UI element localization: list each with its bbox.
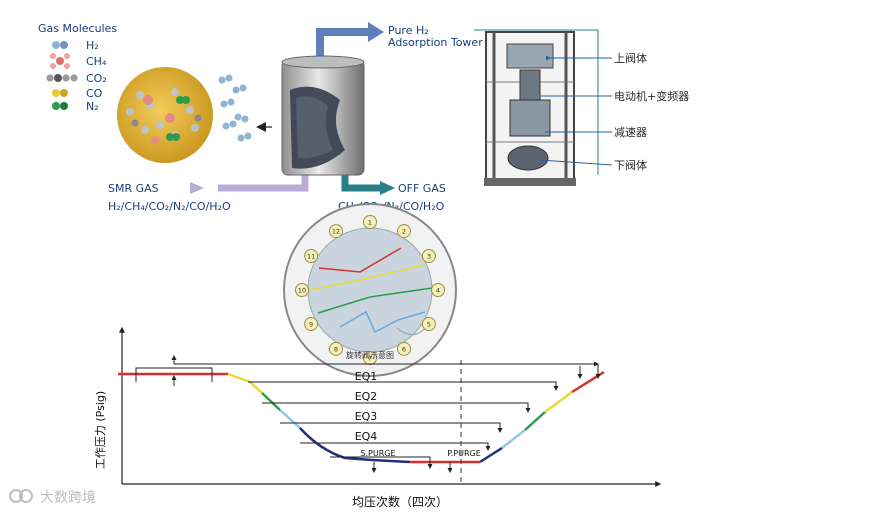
off-gas-arrow-icon	[380, 181, 395, 195]
eq2-label: EQ2	[355, 390, 378, 403]
valve-path-green	[317, 287, 433, 314]
adsorption-tower-label: Adsorption Tower	[388, 36, 483, 49]
valve-port-label: 5	[427, 321, 431, 329]
valve-port-3	[421, 249, 436, 263]
curve-segment	[227, 372, 251, 384]
valve-port-label: 12	[332, 228, 340, 236]
watermark: 大数跨境	[9, 489, 96, 506]
valve-port-label: 6	[402, 345, 406, 353]
valve-port-10	[295, 283, 309, 297]
curve-segment	[279, 409, 301, 429]
curve-segment	[249, 381, 263, 394]
ch4-molecule-icon	[50, 53, 70, 69]
callout-line	[539, 159, 613, 166]
valve-caption: 旋转阀示意图	[346, 350, 394, 360]
valve-port-8	[329, 341, 343, 356]
valve-port-5	[421, 317, 436, 331]
eq1-label: EQ1	[355, 370, 378, 383]
pure-h2-pipe	[316, 28, 370, 62]
valve-port-label: 8	[334, 345, 338, 353]
valve-port-label: 2	[402, 228, 406, 236]
co2-molecule-icon	[46, 74, 78, 82]
smr-pipe	[218, 172, 309, 192]
off-gas-label: OFF GAS	[398, 182, 446, 195]
machine-label-upper-valve: 上阀体	[614, 51, 647, 65]
curve-segment	[479, 446, 503, 464]
valve-port-1	[363, 215, 377, 229]
pure-h2-label: Pure H₂	[388, 24, 429, 37]
valve-port-4	[431, 283, 445, 297]
gas-legend: Gas Molecules H₂ CH₄ CO₂ CO N₂	[38, 22, 117, 113]
watermark-text: 大数跨境	[40, 490, 96, 506]
curve-segment	[544, 390, 573, 414]
curve-segment	[261, 392, 281, 411]
legend-label-co: CO	[86, 87, 103, 100]
valve-port-11	[304, 249, 319, 263]
x-axis-label: 均压次数（四次）	[352, 494, 448, 509]
adsorption-tower	[281, 55, 365, 176]
pressure-cycle-chart: 工作压力 (Psig) 均压次数（四次）	[94, 326, 662, 509]
watermark-logo-icon	[9, 489, 23, 503]
valve-port-label: 9	[309, 321, 313, 329]
curve-segment	[299, 427, 411, 464]
machine-label-motor: 电动机+变频器	[614, 89, 689, 103]
machine-label-lower-valve: 下阀体	[614, 158, 647, 172]
legend-label-co2: CO₂	[86, 72, 107, 85]
off-gas-pipe	[341, 172, 382, 192]
curve-segment	[571, 370, 605, 394]
valve-port-label: 11	[307, 253, 315, 261]
pure-h2-arrow-icon	[368, 22, 384, 42]
eq3-label: EQ3	[355, 410, 378, 423]
valve-path-blue	[339, 310, 426, 334]
h2-molecule-icon	[52, 41, 68, 49]
valve-port-label: 1	[368, 219, 372, 227]
legend-title: Gas Molecules	[38, 22, 117, 35]
smr-arrow-icon	[190, 182, 204, 194]
s-purge-label: S.PURGE	[360, 449, 395, 458]
valve-port-label: 10	[298, 287, 306, 295]
smr-composition: H₂/CH₄/CO₂/N₂/CO/H₂O	[108, 200, 231, 213]
co-molecule-icon	[52, 89, 68, 97]
adsorbent-sphere-icon	[117, 67, 213, 163]
valve-port-label: 4	[436, 287, 440, 295]
legend-label-ch4: CH₄	[86, 55, 107, 68]
valve-port-9	[304, 317, 319, 331]
free-h2-molecules-icon	[218, 74, 252, 142]
n2-molecule-icon	[52, 102, 68, 110]
valve-port-12	[329, 224, 343, 239]
p-purge-label: P.PURGE	[447, 449, 481, 458]
curve-segment	[501, 429, 526, 449]
rotary-valve-machine	[484, 31, 576, 186]
valve-port-label: 3	[427, 253, 431, 261]
eq4-label: EQ4	[355, 430, 378, 443]
machine-label-reducer: 减速器	[614, 126, 647, 139]
valve-port-2	[397, 224, 411, 239]
legend-label-h2: H₂	[86, 39, 99, 52]
valve-path-yellow	[308, 264, 426, 291]
y-axis-label: 工作压力 (Psig)	[94, 391, 107, 469]
valve-path-red	[318, 247, 402, 273]
smr-gas-label: SMR GAS	[108, 182, 159, 195]
curve-segment	[524, 411, 546, 431]
valve-port-label: 7	[368, 355, 372, 363]
legend-label-n2: N₂	[86, 100, 99, 113]
valve-port-6	[397, 341, 411, 356]
